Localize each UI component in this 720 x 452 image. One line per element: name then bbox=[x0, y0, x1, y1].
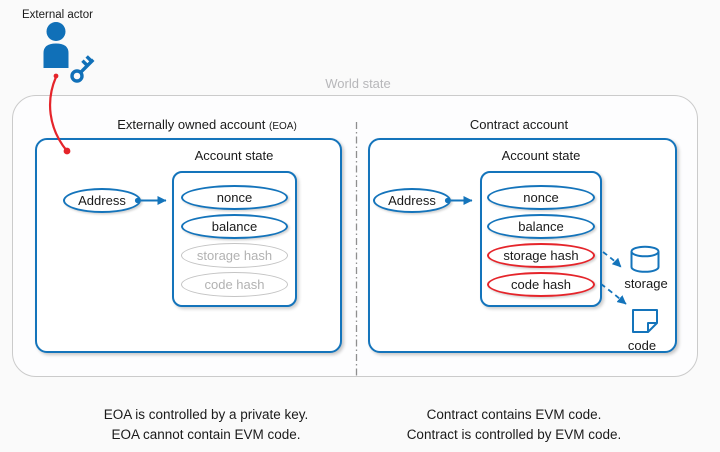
person-icon bbox=[43, 22, 69, 68]
world-state-label: World state bbox=[325, 76, 391, 91]
key-icon bbox=[70, 55, 95, 83]
contract-field-nonce: nonce bbox=[487, 185, 595, 210]
contract-field-balance: balance bbox=[487, 214, 595, 239]
eoa-field-storage-hash: storage hash bbox=[181, 243, 288, 268]
eoa-title-suffix: (EOA) bbox=[269, 121, 297, 132]
storage-label: storage bbox=[624, 276, 668, 291]
eoa-panel-title: Externally owned account (EOA) bbox=[117, 117, 297, 132]
contract-field-code-hash: code hash bbox=[487, 272, 595, 297]
eoa-field-nonce: nonce bbox=[181, 185, 288, 210]
contract-field-storage-hash: storage hash bbox=[487, 243, 595, 268]
eoa-caption: EOA is controlled by a private key. EOA … bbox=[61, 405, 351, 444]
contract-address-ellipse: Address bbox=[373, 188, 451, 213]
eoa-caption-line1: EOA is controlled by a private key. bbox=[103, 407, 309, 422]
code-label: code bbox=[627, 338, 657, 353]
eoa-address-ellipse: Address bbox=[63, 188, 141, 213]
eoa-field-code-hash: code hash bbox=[181, 272, 288, 297]
external-actor-label: External actor bbox=[22, 9, 93, 21]
contract-caption: Contract contains EVM code. Contract is … bbox=[369, 405, 659, 444]
contract-panel-title: Contract account bbox=[469, 117, 569, 132]
eoa-account-state-label: Account state bbox=[194, 148, 274, 163]
eoa-title-text: Externally owned account bbox=[117, 117, 266, 132]
contract-caption-line1: Contract contains EVM code. bbox=[426, 407, 602, 422]
contract-caption-line2: Contract is controlled by EVM code. bbox=[406, 426, 622, 442]
eoa-field-balance: balance bbox=[181, 214, 288, 239]
contract-account-state-label: Account state bbox=[501, 148, 581, 163]
eoa-caption-line2: EOA cannot contain EVM code. bbox=[111, 426, 301, 442]
